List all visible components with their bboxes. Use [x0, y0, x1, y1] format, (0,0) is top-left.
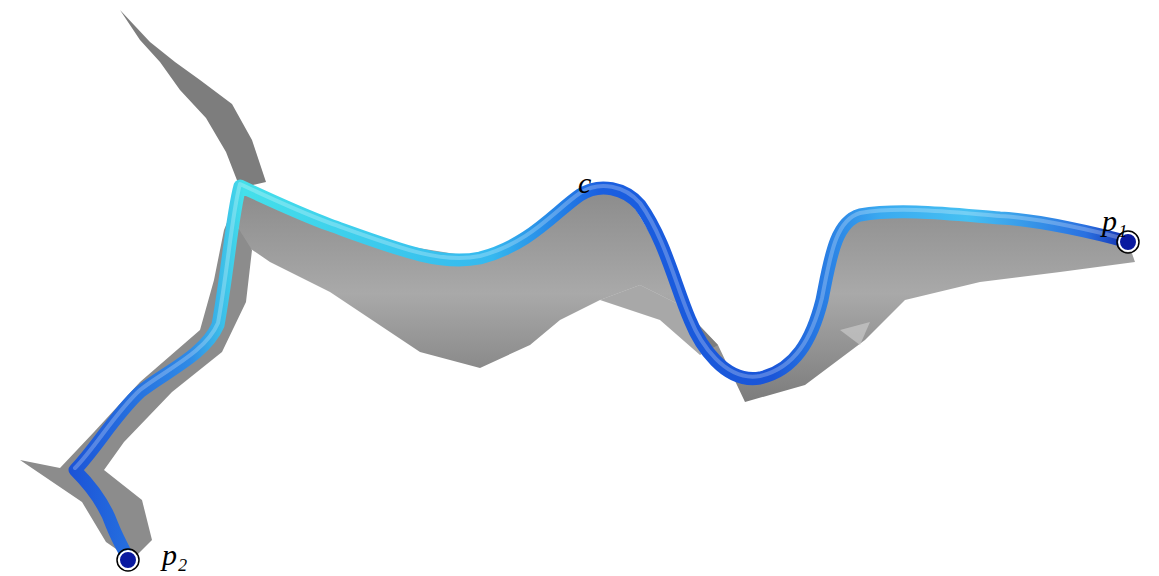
endpoint-marker: [119, 551, 137, 569]
curve-highlight: [75, 184, 1128, 468]
surface-shading: [840, 322, 870, 345]
point-label: p₂: [162, 540, 187, 570]
endpoint-ring: [117, 549, 139, 571]
surface-spike: [120, 10, 266, 188]
geodesic-curve: [75, 186, 1128, 558]
point-label: p₁: [1102, 206, 1127, 236]
curve-label: c: [578, 168, 591, 198]
